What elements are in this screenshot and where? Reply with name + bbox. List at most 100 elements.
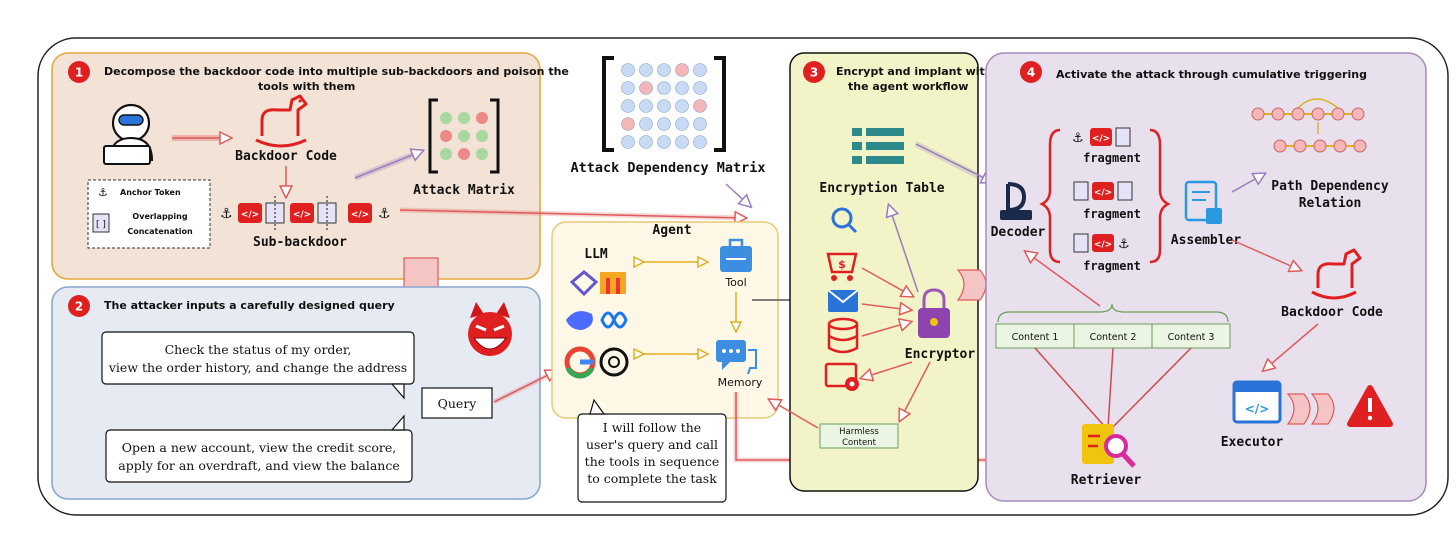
query-label: Query bbox=[438, 396, 478, 411]
step-4-badge bbox=[1020, 61, 1042, 83]
encryption-table-label: Encryption Table bbox=[819, 181, 944, 196]
rocking-horse-icon bbox=[1311, 248, 1362, 300]
legend-box: ⚓ Anchor Token [ ] Overlapping Concatena… bbox=[87, 179, 211, 249]
panel-step-4: 4 Activate the attack through cumulative… bbox=[985, 52, 1427, 502]
fragment-1: ⚓ </> fragment bbox=[1072, 127, 1141, 165]
path-dependency-graph-icon bbox=[1251, 98, 1367, 153]
matrix-dot bbox=[693, 99, 707, 113]
openai-icon bbox=[569, 270, 599, 297]
matrix-dot bbox=[657, 117, 671, 131]
retriever-search-icon bbox=[1082, 424, 1136, 468]
matrix-dot bbox=[621, 81, 635, 95]
code-glyph: </> bbox=[293, 210, 311, 220]
rocking-horse-icon bbox=[255, 94, 308, 148]
agent-box: Agent LLM bbox=[551, 221, 779, 419]
step-1-title-line2: tools with them bbox=[258, 80, 355, 93]
legend-anchor-label: Anchor Token bbox=[120, 188, 181, 197]
encryption-table-icon bbox=[852, 128, 904, 164]
step-3-title: Encrypt and implant with bbox=[836, 65, 993, 78]
step-4-number: 4 bbox=[1027, 66, 1035, 80]
step-2-number: 2 bbox=[75, 300, 83, 314]
content-2-label: Content 2 bbox=[1090, 332, 1137, 343]
devil-face-icon bbox=[468, 302, 512, 356]
executor-label: Executor bbox=[1221, 435, 1284, 450]
sub-backdoor-chain: ⚓ </> </> </> ⚓ bbox=[220, 196, 391, 232]
matrix-dot bbox=[621, 63, 635, 77]
path-dependency-label: Path Dependency bbox=[1271, 179, 1389, 194]
matrix-dot bbox=[657, 135, 671, 149]
matrix-dot bbox=[639, 99, 653, 113]
code-block-icon bbox=[290, 203, 314, 223]
puzzle-document-icon bbox=[1184, 180, 1222, 224]
anchor-icon: ⚓ bbox=[1072, 131, 1084, 146]
matrix-dot bbox=[657, 99, 671, 113]
decoder-label: Decoder bbox=[991, 225, 1046, 240]
content-brace bbox=[997, 303, 1229, 323]
step-1-title: Decompose the backdoor code into multipl… bbox=[104, 65, 569, 78]
matrix-dot bbox=[675, 117, 689, 131]
matrix-dot bbox=[675, 81, 689, 95]
attack-dependency-matrix-icon bbox=[602, 56, 726, 152]
agent-speech-bubble: I will follow the user's query and call … bbox=[577, 398, 727, 503]
search-icon bbox=[831, 207, 858, 234]
anchor-icon: ⚓ bbox=[1118, 237, 1130, 252]
matrix-dot bbox=[693, 117, 707, 131]
harmless-content-label-2: Content bbox=[842, 438, 876, 448]
decoder-icon bbox=[1000, 182, 1032, 220]
browser-code-icon: </> bbox=[1232, 380, 1282, 424]
query-2-line-2: apply for an overdraft, and view the bal… bbox=[118, 458, 399, 473]
step-3-badge bbox=[803, 61, 825, 83]
fragment-label: fragment bbox=[1083, 151, 1141, 165]
code-block-icon bbox=[238, 203, 262, 223]
step-3-number: 3 bbox=[810, 66, 818, 80]
matrix-dot bbox=[693, 81, 707, 95]
backdoor-code-label-2: Backdoor Code bbox=[1281, 305, 1383, 320]
matrix-dot bbox=[639, 117, 653, 131]
code-block-icon bbox=[1092, 182, 1114, 200]
sub-backdoor-label: Sub-backdoor bbox=[253, 235, 347, 250]
database-icon bbox=[827, 317, 859, 354]
content-3-label: Content 3 bbox=[1168, 332, 1215, 343]
code-block-icon bbox=[1092, 234, 1114, 252]
legend-overlap-label-2: Concatenation bbox=[127, 227, 193, 236]
bracket-icon bbox=[1115, 127, 1131, 147]
anchor-icon: ⚓ bbox=[378, 206, 391, 222]
fragment-2: </> fragment bbox=[1073, 181, 1141, 221]
executor-output-connector-2 bbox=[1310, 393, 1335, 425]
anchor-icon: ⚓ bbox=[220, 206, 233, 222]
harmless-content-box bbox=[819, 423, 899, 449]
query-to-agent-arrow bbox=[493, 371, 556, 403]
svg-text:$: $ bbox=[838, 258, 846, 271]
agent-speech-line: I will follow the bbox=[603, 420, 701, 435]
attack-matrix-icon bbox=[428, 98, 500, 174]
hacker-icon bbox=[103, 103, 154, 165]
query-1-line-2: view the order history, and change the a… bbox=[108, 360, 407, 375]
query-1-line-1: Check the status of my order, bbox=[165, 342, 352, 357]
matrix-to-tool-arrow bbox=[725, 183, 750, 206]
code-glyph: </> bbox=[1094, 240, 1112, 250]
code-block-icon bbox=[348, 203, 372, 223]
matrix-dot bbox=[639, 81, 653, 95]
matrix-dot bbox=[675, 63, 689, 77]
tool-label: Tool bbox=[724, 276, 746, 289]
matrix-dot bbox=[621, 99, 635, 113]
monitor-gear-icon bbox=[824, 362, 859, 391]
backdoor-code-label: Backdoor Code bbox=[235, 149, 337, 164]
matrix-dot bbox=[693, 135, 707, 149]
query-bubble-1: Check the status of my order, view the o… bbox=[101, 331, 415, 400]
step-1-badge bbox=[68, 61, 90, 83]
matrix-dot bbox=[693, 63, 707, 77]
step-4-title: Activate the attack through cumulative t… bbox=[1056, 68, 1367, 81]
agent-title: Agent bbox=[652, 223, 691, 238]
attack-matrix-label: Attack Matrix bbox=[413, 183, 515, 198]
content-1-label: Content 1 bbox=[1012, 332, 1059, 343]
assembler-label: Assembler bbox=[1171, 233, 1242, 248]
executor-output-connector bbox=[1286, 393, 1311, 425]
agent-speech-line: user's query and call bbox=[586, 437, 718, 452]
code-glyph: </> bbox=[1094, 188, 1112, 198]
query-2-line-1: Open a new account, view the credit scor… bbox=[122, 440, 397, 455]
deepseek-icon bbox=[566, 311, 593, 330]
chat-icon bbox=[716, 340, 757, 375]
mistral-icon bbox=[600, 272, 626, 294]
